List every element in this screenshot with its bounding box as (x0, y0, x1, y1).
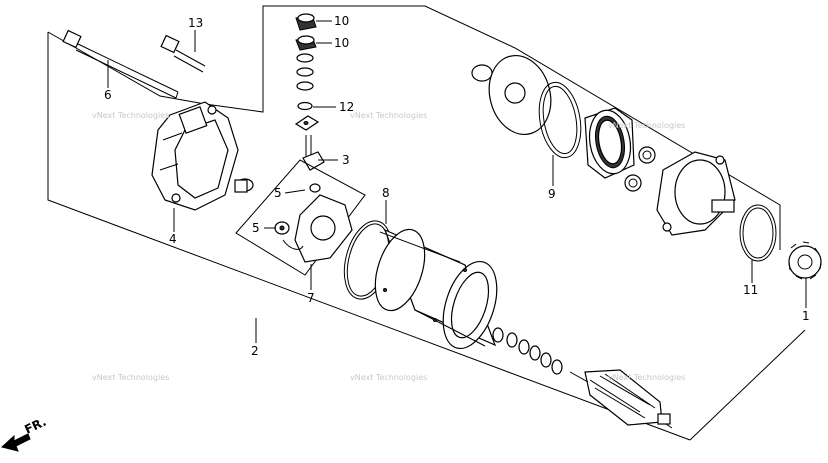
callout-8: 8 (382, 186, 390, 200)
callout-7: 7 (307, 291, 315, 305)
callout-4: 4 (169, 232, 177, 246)
o-ring-11 (739, 204, 777, 262)
watermark-5: vNext Technologies (350, 373, 427, 382)
callout-3: 3 (342, 153, 350, 167)
rear-cover-4 (151, 101, 239, 211)
callout-1: 1 (802, 309, 810, 323)
callout-9: 9 (548, 187, 556, 201)
watermark-2: vNext Technologies (350, 111, 427, 120)
front-arrow-icon (0, 433, 31, 452)
assembly-boundary (47, 5, 806, 441)
front-label: FR. (22, 415, 48, 437)
watermark-3: vNext Technologies (608, 121, 685, 130)
ring-9 (538, 81, 582, 159)
watermark-6: vNext Technologies (608, 373, 685, 382)
callout-13: 13 (188, 16, 203, 30)
watermarks: vNext Technologies vNext Technologies vN… (92, 111, 685, 382)
shim-washers (492, 327, 563, 375)
bushing (234, 178, 254, 193)
yoke-case (374, 228, 498, 350)
watermark-1: vNext Technologies (92, 111, 169, 120)
callout-2: 2 (251, 344, 259, 358)
gear-housing (656, 151, 736, 236)
front-direction-indicator: FR. (0, 415, 48, 452)
nut-washer-stack (294, 13, 320, 131)
callout-11: 11 (743, 283, 758, 297)
callout-12: 12 (339, 100, 354, 114)
armature (569, 369, 673, 429)
pinion-gear-1 (788, 241, 822, 280)
callout-labels: 13 10 10 6 12 3 5 5 8 4 7 9 11 1 2 (104, 14, 810, 358)
callout-10-second: 10 (334, 36, 349, 50)
callout-5-upper: 5 (274, 186, 282, 200)
through-bolt-6 (62, 29, 179, 99)
leader-lines (107, 20, 807, 343)
bolt-13 (160, 34, 206, 73)
terminal-bolt-3 (302, 135, 325, 171)
callout-10-top: 10 (334, 14, 349, 28)
front-washer-plate (471, 54, 552, 136)
internal-gear (584, 107, 635, 179)
callout-5-lower: 5 (252, 221, 260, 235)
planet-gears (624, 146, 656, 192)
watermark-4: vNext Technologies (92, 373, 169, 382)
callout-6: 6 (104, 88, 112, 102)
